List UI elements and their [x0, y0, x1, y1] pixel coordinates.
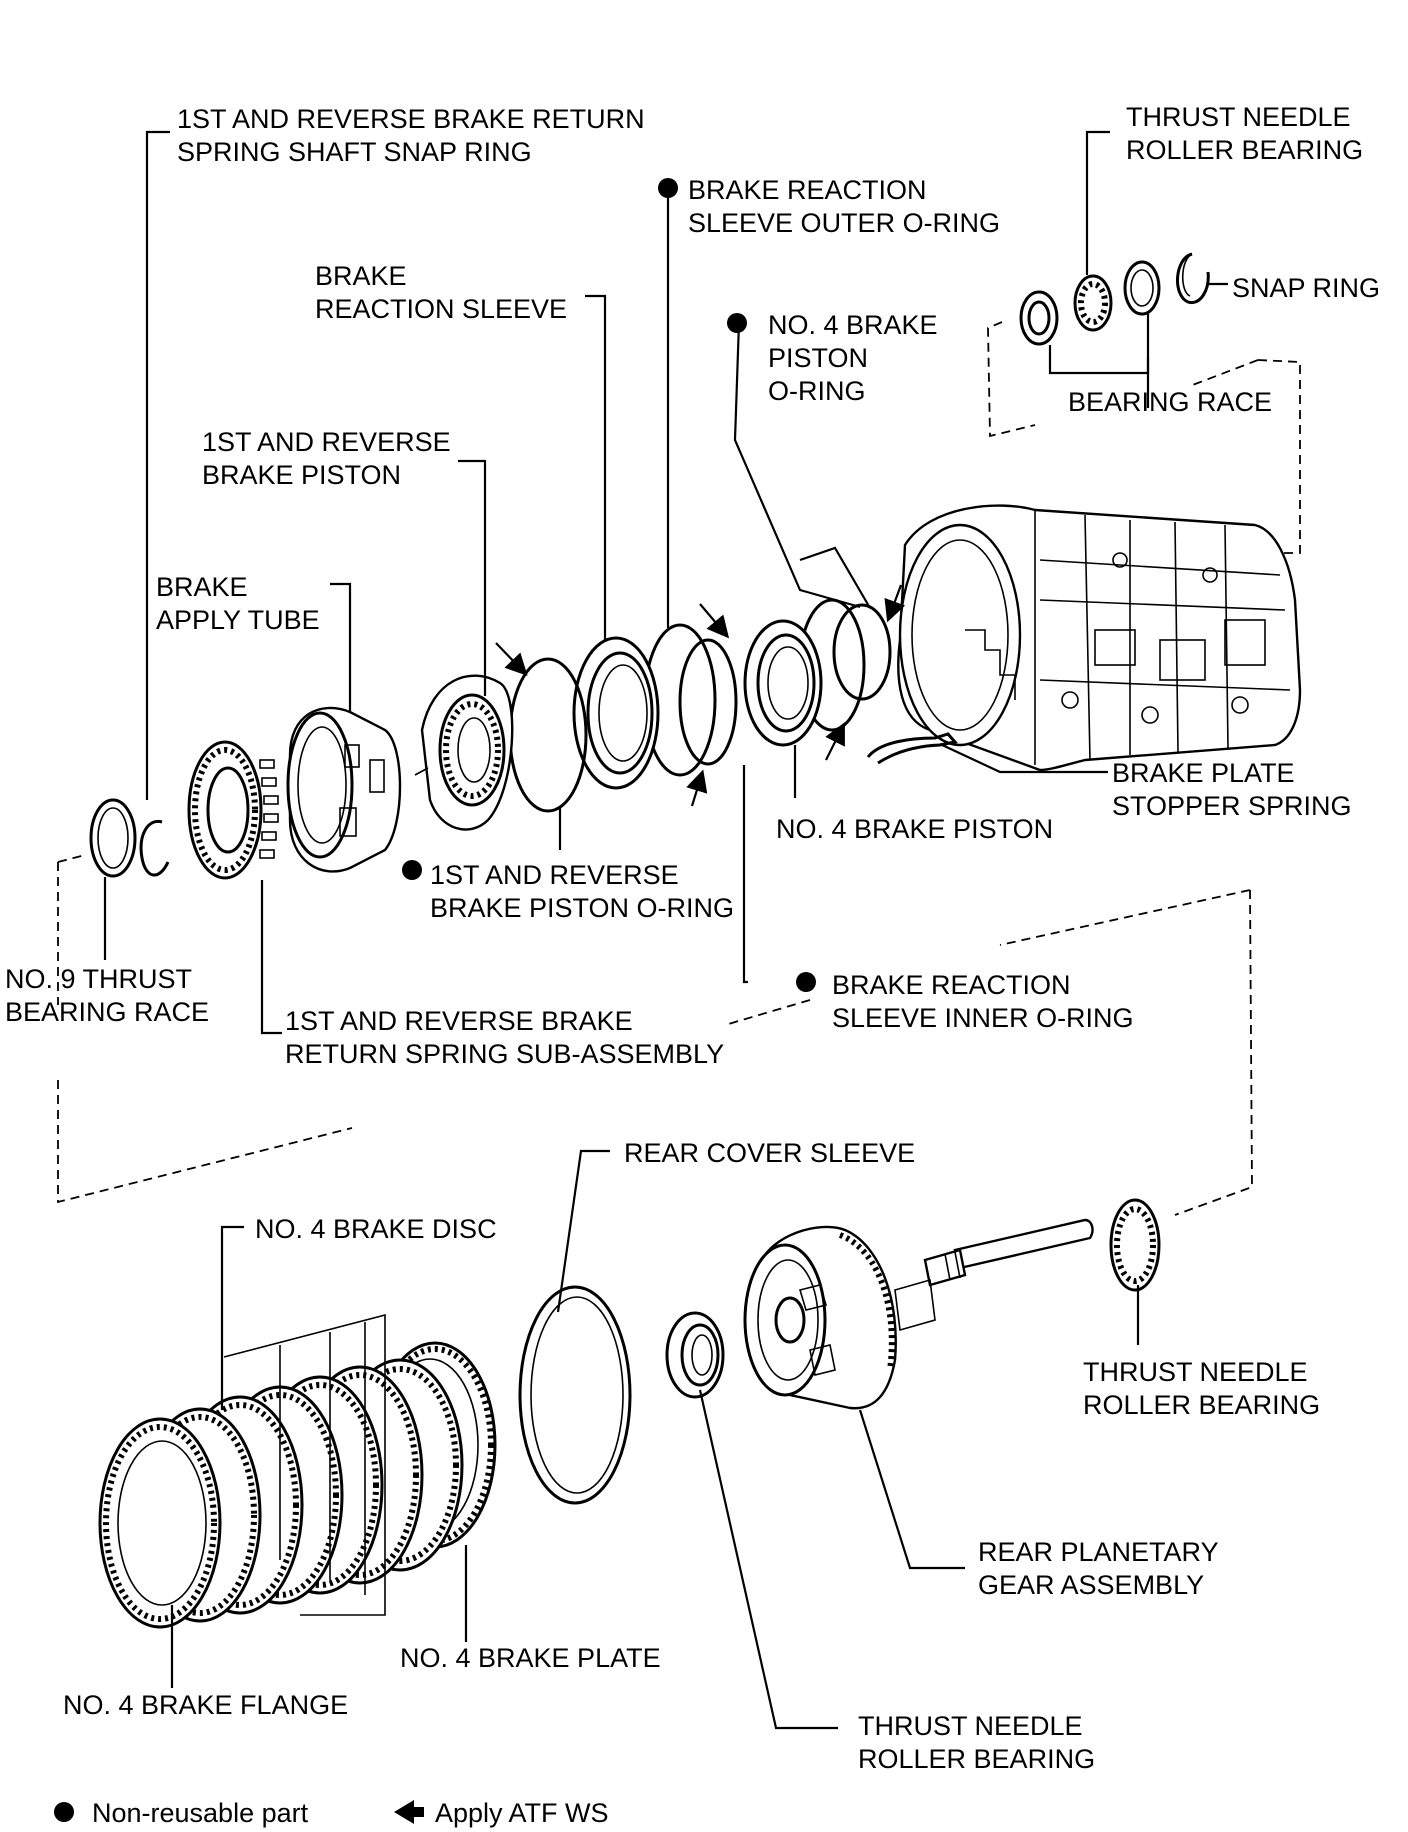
- stopper-spring: [866, 732, 958, 765]
- dashed-group-lines: [57, 321, 1301, 1216]
- label-outer-oring: BRAKE REACTION SLEEVE OUTER O-RING: [688, 175, 1000, 238]
- label-rev-piston: 1ST AND REVERSE BRAKE PISTON: [202, 427, 458, 490]
- label-no4-plate: NO. 4 BRAKE PLATE: [400, 1643, 661, 1673]
- label-rear-cover-sleeve: REAR COVER SLEEVE: [624, 1138, 915, 1168]
- mid-assembly-rings: [508, 598, 892, 813]
- thrust-bearing-right-part: [1109, 1198, 1161, 1292]
- label-reaction-sleeve: BRAKE REACTION SLEEVE: [315, 261, 567, 324]
- rear-cover-sleeve-part: [518, 1285, 632, 1505]
- brake-disc-pack: [98, 1341, 497, 1629]
- label-thrust-bearing-bottom: THRUST NEEDLE ROLLER BEARING: [858, 1711, 1095, 1774]
- bullet-rev-piston-oring: [402, 860, 422, 880]
- label-no4-disc: NO. 4 BRAKE DISC: [255, 1214, 497, 1244]
- label-no4-flange: NO. 4 BRAKE FLANGE: [63, 1690, 348, 1720]
- legend-non-reusable: Non-reusable part: [92, 1798, 309, 1828]
- thrust-bearing-bottom-part: [665, 1311, 725, 1399]
- legend: Non-reusable part Apply ATF WS: [92, 1798, 609, 1828]
- left-small-rings: [89, 798, 170, 878]
- rear-planetary-part: [743, 1218, 1094, 1410]
- label-thrust-bearing-right: THRUST NEEDLE ROLLER BEARING: [1083, 1357, 1320, 1420]
- non-reusable-bullets: [54, 178, 816, 1822]
- label-snap-ring-shaft: 1ST AND REVERSE BRAKE RETURN SPRING SHAF…: [177, 104, 652, 167]
- label-inner-oring: BRAKE REACTION SLEEVE INNER O-RING: [832, 970, 1134, 1033]
- legend-arrow-icon: [394, 1800, 424, 1824]
- leader-lines: [103, 130, 1228, 1730]
- bullet-outer-oring: [658, 178, 678, 198]
- legend-apply-atf: Apply ATF WS: [435, 1798, 609, 1828]
- return-spring-assembly: [187, 740, 279, 880]
- transmission-case: [897, 504, 1302, 772]
- legend-bullet-icon: [54, 1802, 74, 1822]
- brake-apply-tube: [286, 706, 402, 873]
- label-rev-piston-oring: 1ST AND REVERSE BRAKE PISTON O-RING: [430, 860, 734, 923]
- label-bearing-race: BEARING RACE: [1068, 387, 1272, 417]
- label-return-spring: 1ST AND REVERSE BRAKE RETURN SPRING SUB-…: [285, 1006, 724, 1069]
- label-thrust-bearing-top: THRUST NEEDLE ROLLER BEARING: [1126, 102, 1363, 165]
- label-apply-tube: BRAKE APPLY TUBE: [156, 572, 320, 635]
- bullet-no4-piston-oring: [727, 313, 747, 333]
- reverse-brake-piston: [414, 674, 514, 831]
- label-no4-piston: NO. 4 BRAKE PISTON: [776, 814, 1053, 844]
- atf-arrows: [495, 584, 906, 807]
- label-no4-piston-oring: NO. 4 BRAKE PISTON O-RING: [768, 310, 945, 406]
- label-snap-ring: SNAP RING: [1232, 273, 1380, 303]
- callout-labels: 1ST AND REVERSE BRAKE RETURN SPRING SHAF…: [5, 102, 1380, 1774]
- label-stopper-spring: BRAKE PLATE STOPPER SPRING: [1112, 758, 1352, 821]
- top-right-small-parts: [1019, 252, 1210, 346]
- label-rear-planetary: REAR PLANETARY GEAR ASSEMBLY: [978, 1537, 1226, 1600]
- label-no9-race: NO. 9 THRUST BEARING RACE: [5, 964, 209, 1027]
- bullet-inner-oring: [796, 972, 816, 992]
